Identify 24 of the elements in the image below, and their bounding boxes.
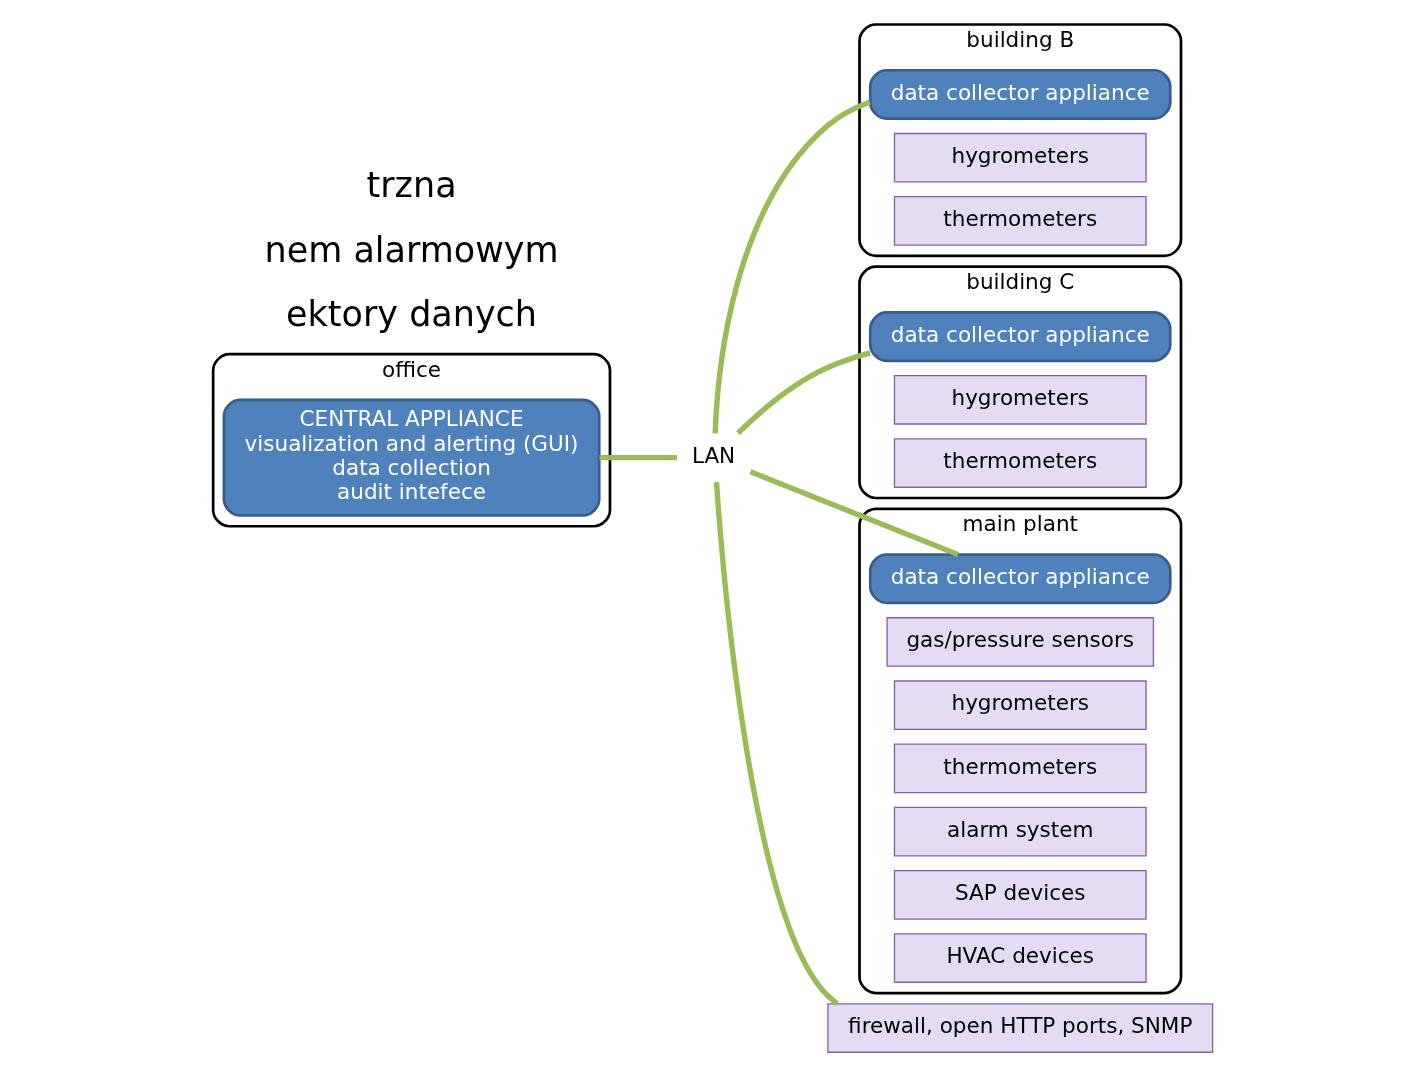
node-box: gas/pressure sensors xyxy=(886,617,1155,667)
node-box: thermometers xyxy=(893,743,1147,794)
node-box: data collector appliance xyxy=(868,68,1172,121)
connector xyxy=(713,482,839,1006)
node-box: HVAC devices xyxy=(893,933,1147,983)
node-box: hygrometers xyxy=(893,680,1147,731)
node-box: data collector appliance xyxy=(868,553,1172,605)
connector xyxy=(749,469,959,557)
connector xyxy=(712,99,871,434)
node-box: hygrometers xyxy=(893,374,1147,425)
label: ektory danych xyxy=(286,294,538,335)
node-box: CENTRAL APPLIANCE visualization and alerting (GUI) data collection audit intefece xyxy=(222,398,601,517)
node-box: alarm system xyxy=(893,806,1147,857)
node-text: LAN xyxy=(691,442,736,468)
node-box: firewall, open HTTP ports, SNMP xyxy=(827,1003,1214,1053)
connector xyxy=(599,455,678,461)
node-box: SAP devices xyxy=(893,869,1147,920)
node-box: thermometers xyxy=(893,196,1147,246)
label: trzna xyxy=(366,165,457,206)
node-box: data collector appliance xyxy=(868,311,1172,363)
connector xyxy=(736,350,871,436)
node-box: hygrometers xyxy=(893,132,1147,183)
node-box: thermometers xyxy=(893,438,1147,488)
label: nem alarmowym xyxy=(264,229,559,270)
